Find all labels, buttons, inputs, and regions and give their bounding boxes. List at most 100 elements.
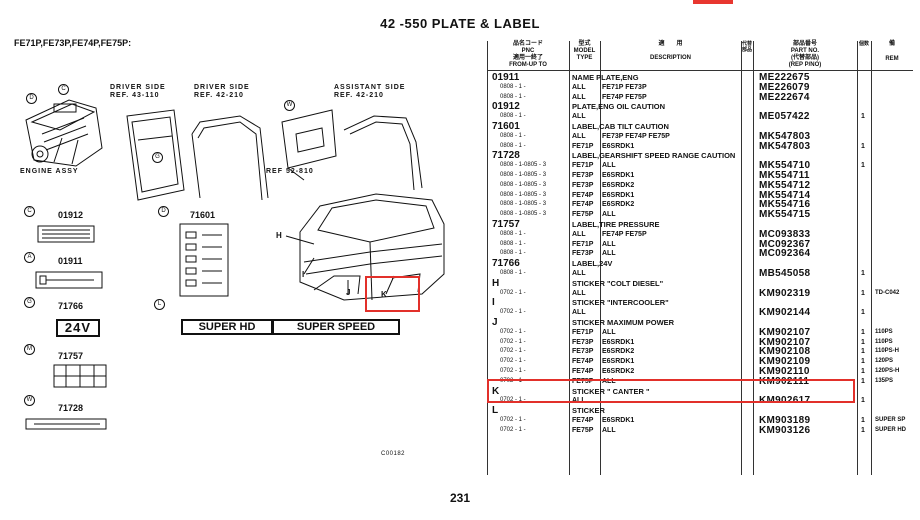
row-pnc: J — [492, 316, 498, 328]
row-part-number: MK554711 — [759, 169, 810, 181]
row-description: STICKER — [572, 406, 605, 416]
marker-a: A — [24, 252, 35, 263]
row-model: FE71P — [572, 240, 594, 248]
row-part-number: ME222674 — [759, 91, 810, 103]
row-model: FE73P — [572, 250, 594, 258]
row-part-number: ME226079 — [759, 81, 810, 93]
header-alt: 代替部品 — [741, 41, 753, 71]
cab-letter-h: H — [276, 231, 282, 240]
row-part-number: KM902107 — [759, 336, 811, 348]
row-from: 0808 - 1 - — [500, 113, 526, 120]
row-part-number: KM902109 — [759, 356, 811, 368]
row-remark: 110PS — [875, 328, 893, 335]
row-pnc: K — [492, 385, 500, 397]
view-label-assistant: ASSISTANT SIDE REF. 42-210 — [334, 84, 406, 99]
plate-01911-drawing — [35, 271, 103, 289]
row-type: ALL — [602, 162, 616, 170]
row-from: 0808 - 1 - — [500, 93, 526, 100]
header-remarks: 備 REM — [871, 41, 913, 71]
row-from: 0702 - 1 - — [500, 397, 526, 404]
row-model: FE71P — [572, 142, 594, 150]
row-qty: 1 — [861, 113, 865, 121]
header-part-no: 部品番号 PART NO. (代替部品) (REP P/NO) — [753, 41, 857, 71]
row-model: ALL — [572, 113, 586, 121]
row-type: E6SRDK1 — [602, 338, 635, 346]
row-model: FE71P — [572, 162, 594, 170]
row-part-number: ME057422 — [759, 111, 810, 123]
row-model: ALL — [572, 269, 586, 277]
row-part-number: MK547803 — [759, 140, 811, 152]
row-type: E6SRDK2 — [602, 181, 635, 189]
row-pnc: 71728 — [492, 150, 520, 162]
code-71766: 71766 — [58, 301, 84, 311]
drawing-code: C00182 — [381, 451, 406, 457]
engine-label: ENGINE ASSY — [20, 168, 79, 175]
row-model: FE73P — [572, 181, 594, 189]
row-model: FE75P — [572, 426, 594, 434]
row-part-number: KM902110 — [759, 365, 810, 377]
row-type: ALL — [602, 211, 616, 219]
row-from: 0702 - 1 - — [500, 338, 526, 345]
code-71757: 71757 — [58, 351, 84, 361]
marker-d-engine: D — [26, 93, 37, 104]
row-model: FE73P — [572, 348, 594, 356]
row-remark: SUPER SP — [875, 416, 906, 423]
door-frame-drawing — [191, 115, 269, 201]
row-description: LABEL,TIRE PRESSURE — [572, 219, 660, 229]
row-pnc: H — [492, 277, 500, 289]
row-pnc: L — [492, 405, 499, 417]
row-description: LABEL,CAB TILT CAUTION — [572, 121, 669, 131]
row-from: 0808 - 1 - — [500, 240, 526, 247]
row-description: LABEL,GEARSHIFT SPEED RANGE CAUTION — [572, 151, 736, 161]
row-type: FE74P FE75P — [602, 230, 647, 238]
row-remark: 110PS — [875, 338, 893, 345]
row-type: ALL — [602, 250, 616, 258]
header-pnc: 品名コード PNC 適用一終了 FROM-UP TO — [487, 41, 569, 71]
row-model: FE74P — [572, 191, 594, 199]
row-from: 0808 - 1-0805 - 3 — [500, 201, 547, 208]
code-01912: 01912 — [58, 210, 84, 220]
row-pnc: 71601 — [492, 120, 520, 132]
row-type: E6SRDK1 — [602, 416, 635, 424]
row-type: ALL — [602, 328, 616, 336]
row-from: 0702 - 1 - — [500, 348, 526, 355]
row-type: ALL — [602, 377, 616, 385]
row-from: 0808 - 1 - — [500, 230, 526, 237]
row-model: FE73P — [572, 171, 594, 179]
row-model: FE73P — [572, 338, 594, 346]
row-model: FE71P — [572, 328, 594, 336]
assistant-frame-drawing — [343, 115, 423, 191]
row-model: ALL — [572, 83, 586, 91]
row-from: 0702 - 1 - — [500, 367, 526, 374]
row-part-number: KM903189 — [759, 414, 811, 426]
row-model: FE75P — [572, 377, 594, 385]
row-qty: 1 — [861, 142, 865, 150]
marker-c-engine: C — [58, 84, 69, 95]
row-qty: 1 — [861, 328, 865, 336]
row-description: STICKER MAXIMUM POWER — [572, 317, 675, 327]
table-row: L STICKER — [487, 406, 913, 416]
row-remark: 120PS — [875, 358, 894, 365]
callout-row-k — [487, 379, 855, 403]
illustration-drawing — [25, 99, 445, 430]
row-remark: 135PS — [875, 377, 894, 384]
row-part-number: KM903126 — [759, 424, 811, 436]
page-title: 42 -550 PLATE & LABEL — [380, 16, 540, 31]
cab-letter-k: K — [381, 290, 387, 299]
row-from: 0808 - 1 - — [500, 142, 526, 149]
row-from: 0702 - 1 - — [500, 358, 526, 365]
row-from: 0808 - 1-0805 - 3 — [500, 162, 547, 169]
row-type: E6SRDK1 — [602, 191, 635, 199]
row-from: 0702 - 1 - — [500, 426, 526, 433]
header-model: 型式 MODEL TYPE — [569, 41, 600, 71]
